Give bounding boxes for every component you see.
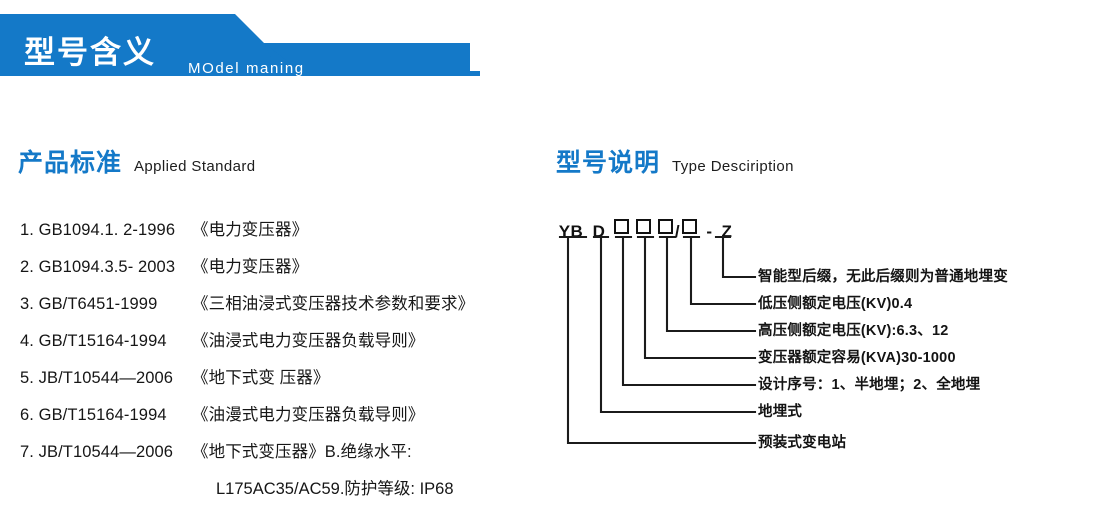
standard-code: 1. GB1094.1. 2-1996 [20, 221, 176, 239]
section-heading-cn: 型号说明 [556, 149, 661, 177]
section-heading-en: Type Desciription [672, 158, 794, 175]
standard-list-item: 4. GB/T15164-1994 《油浸式电力变压器负载导则》 [20, 327, 540, 364]
standard-list-item: 7. JB/T10544—2006 《地下式变压器》B.绝缘水平: [20, 438, 540, 475]
standard-continuation-line: L175AC35/AC59.防护等级: IP68 [20, 475, 540, 512]
standard-code: 7. JB/T10544—2006 [20, 443, 174, 461]
code-token-box-4 [682, 219, 697, 242]
code-token-box-2 [636, 219, 651, 242]
model-code-diagram: YB D / - Z [548, 210, 1100, 470]
standard-continuation-text: L175AC35/AC59.防护等级: IP68 [216, 480, 454, 498]
model-label-suffix: 智能型后缀，无此后缀则为普通地埋变 [758, 269, 1008, 285]
model-label-lv-voltage: 低压侧额定电压(KV)0.4 [758, 296, 913, 312]
standard-name: 《油浸式电力变压器负载导则》 [192, 332, 425, 350]
banner-subtitle: MOdel maning [188, 60, 305, 77]
section-heading-cn: 产品标准 [18, 149, 123, 177]
standard-code: 3. GB/T6451-1999 [20, 295, 158, 313]
standard-code: 2. GB1094.3.5- 2003 [20, 258, 176, 276]
leader-lines [558, 235, 757, 445]
applied-standard-list: 1. GB1094.1. 2-1996 《电力变压器》 2. GB1094.3.… [20, 216, 540, 512]
standard-list-item: 3. GB/T6451-1999 《三相油浸式变压器技术参数和要求》 [20, 290, 540, 327]
section-heading-type-description: 型号说明 Type Desciription [556, 143, 794, 179]
standard-name: 《油漫式电力变压器负载导则》 [192, 406, 425, 424]
model-label-hv-voltage: 高压侧额定电压(KV):6.3、12 [758, 323, 949, 339]
standard-code: 5. JB/T10544—2006 [20, 369, 174, 387]
code-token-dash: - [706, 222, 713, 241]
standard-list-item: 6. GB/T15164-1994 《油漫式电力变压器负载导则》 [20, 401, 540, 438]
page-header-banner: 型号含义 MOdel maning [0, 14, 480, 76]
standard-list-item: 2. GB1094.3.5- 2003 《电力变压器》 [20, 253, 540, 290]
code-token-box-1 [614, 219, 629, 242]
model-label-substation: 预装式变电站 [758, 435, 847, 451]
standard-code: 4. GB/T15164-1994 [20, 332, 167, 350]
model-label-buried-type: 地埋式 [758, 404, 803, 420]
standard-name: 《地下式变 压器》 [192, 369, 330, 387]
section-heading-en: Applied Standard [134, 158, 256, 175]
standard-list-item: 5. JB/T10544—2006 《地下式变 压器》 [20, 364, 540, 401]
standard-code: 6. GB/T15164-1994 [20, 406, 167, 424]
banner-title: 型号含义 [24, 35, 156, 70]
standard-name: 《电力变压器》 [192, 221, 309, 239]
section-heading-applied-standard: 产品标准 Applied Standard [18, 143, 256, 179]
code-token-box-3 [658, 219, 673, 242]
code-token-slash: / [674, 222, 681, 241]
standard-name: 《三相油浸式变压器技术参数和要求》 [192, 295, 475, 313]
model-label-capacity: 变压器额定容易(KVA)30-1000 [758, 350, 956, 366]
standard-list-item: 1. GB1094.1. 2-1996 《电力变压器》 [20, 216, 540, 253]
banner-shape [0, 14, 480, 76]
model-label-design-serial: 设计序号：1、半地埋；2、全地埋 [758, 377, 981, 393]
standard-name: 《电力变压器》 [192, 258, 309, 276]
code-token-z: Z [721, 222, 733, 241]
standard-name: 《地下式变压器》B.绝缘水平: [192, 443, 412, 461]
